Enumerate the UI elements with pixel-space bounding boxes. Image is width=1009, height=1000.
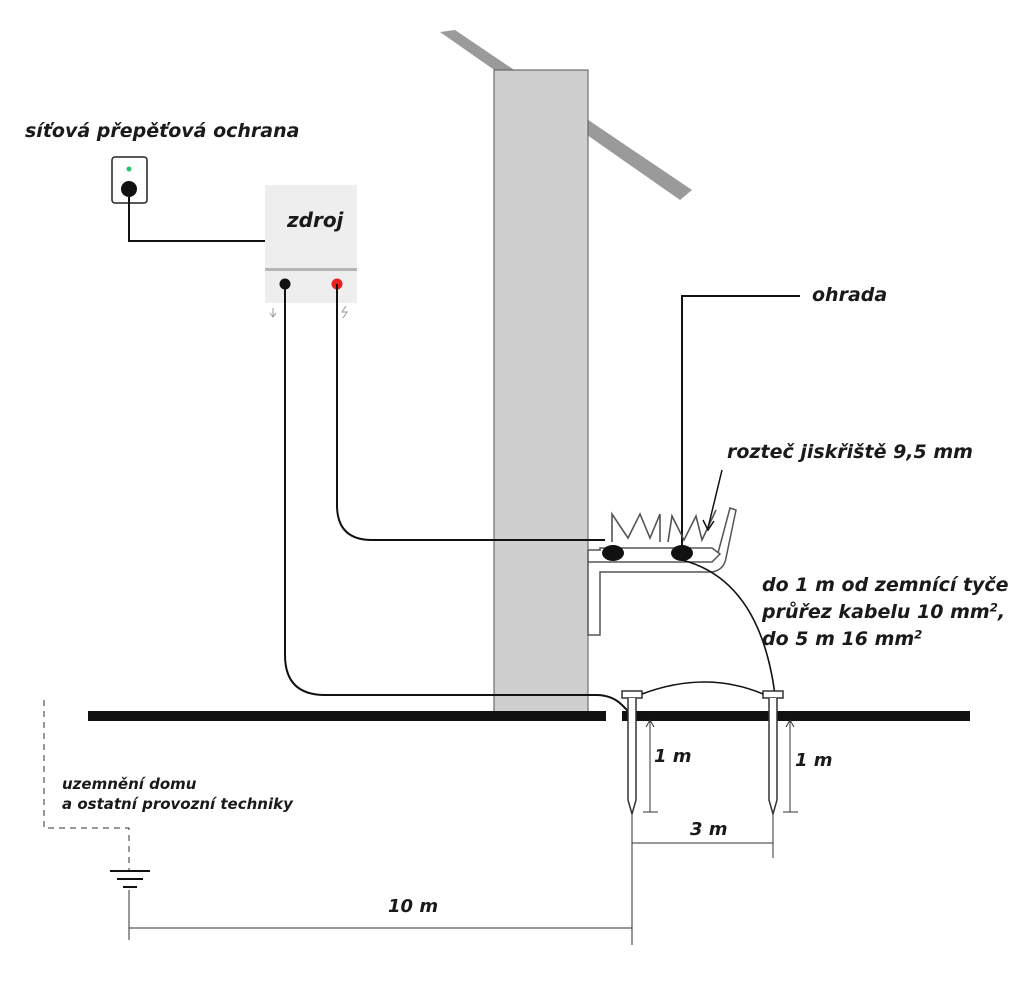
surge-protection-label: síťová přepěťová ochrana — [25, 120, 300, 142]
cable-note-line-1: do 1 m od zemnící tyče — [762, 574, 1009, 596]
arrester-ground-cable — [681, 559, 776, 696]
fence-wire — [681, 295, 800, 552]
spark-gap-pointer — [707, 469, 723, 529]
arrester-bracket — [587, 547, 722, 563]
arrester-mount — [587, 507, 737, 636]
power-unit-divider — [265, 268, 357, 271]
power-unit-label: zdroj — [287, 208, 344, 232]
house-ground-dashed — [43, 700, 130, 870]
rod-spacing-dimension — [631, 815, 774, 945]
depth-dimension-left — [643, 718, 658, 813]
fence-label: ohrada — [812, 284, 888, 306]
distance-label: 10 m — [388, 896, 439, 917]
arrester-terminal-live — [602, 545, 624, 561]
ground-line-right — [622, 711, 970, 721]
cable-cross-section-note: do 1 m od zemnící tyče průřez kabelu 10 … — [762, 572, 1009, 653]
rod-depth-right-label: 1 m — [795, 750, 833, 771]
indicator-led — [126, 166, 132, 172]
house-ground-line-2: a ostatní provozní techniky — [62, 794, 293, 813]
depth-dimension-right — [783, 718, 798, 813]
power-unit — [265, 185, 357, 303]
ground-line-left — [88, 711, 606, 721]
house-ground-label: uzemnění domu a ostatní provozní technik… — [62, 775, 293, 814]
house-wall — [493, 69, 589, 716]
spark-gap-electrode-live — [611, 511, 661, 542]
ground-rod-left — [621, 690, 643, 817]
rod-depth-left-label: 1 m — [654, 746, 692, 767]
ground-wire — [284, 284, 634, 717]
cable-note-line-2: průřez kabelu 10 mm2, — [762, 600, 1006, 623]
arrester-terminal-fence — [671, 545, 693, 561]
rod-bond-cable — [641, 681, 764, 695]
cable-note-line-3: do 5 m 16 mm2 — [762, 627, 923, 650]
earth-ground-icon — [110, 870, 150, 888]
mains-cable — [128, 197, 265, 242]
spark-gap-pointer-head — [702, 519, 715, 532]
lightning-icon — [341, 305, 348, 319]
house-ground-line-1: uzemnění domu — [62, 775, 197, 793]
ground-arrow-icon — [269, 308, 277, 318]
ground-rod-right — [762, 690, 784, 817]
outlet-socket — [121, 181, 137, 197]
live-wire — [336, 284, 605, 541]
rod-spacing-label: 3 m — [690, 819, 728, 840]
spark-gap-electrode-fence — [667, 509, 717, 543]
spark-gap-label: rozteč jiskřiště 9,5 mm — [727, 441, 973, 463]
